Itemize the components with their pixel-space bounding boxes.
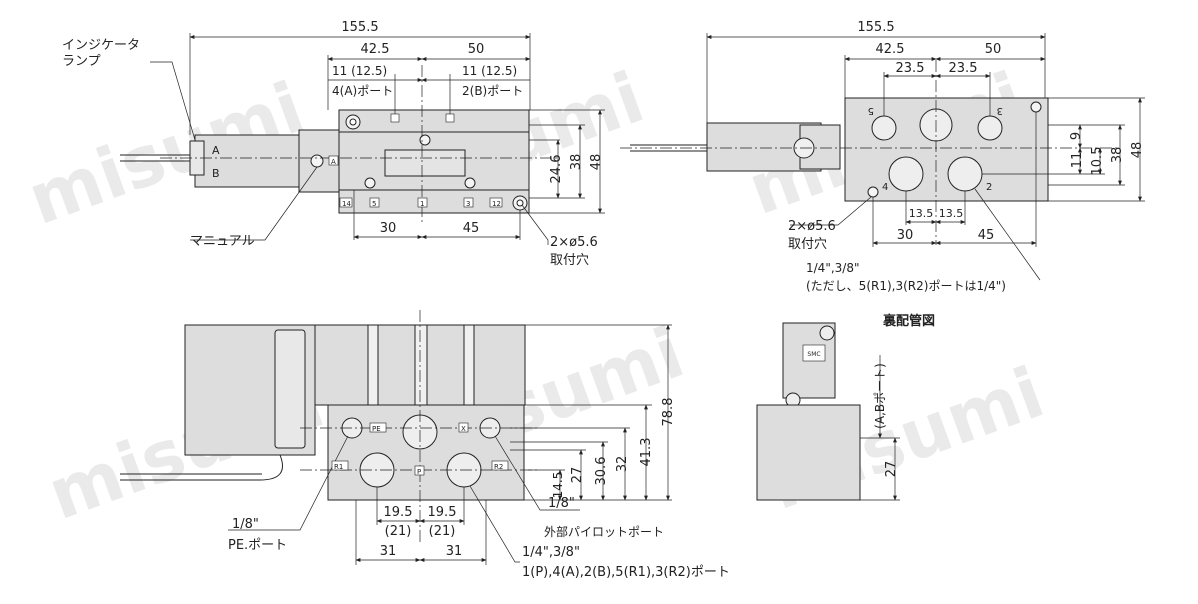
port-note: (ただし、5(R1),3(R2)ポートは1/4") bbox=[806, 279, 1006, 293]
pilot-label: 外部パイロットポート bbox=[544, 524, 664, 539]
dim-23-5-a: 23.5 bbox=[896, 61, 925, 76]
mark-3: 3 bbox=[466, 200, 470, 208]
mount-hole-line1: 2×ø5.6 bbox=[788, 219, 836, 234]
mark-pe: PE bbox=[372, 425, 381, 433]
dim-31-a: 31 bbox=[380, 544, 397, 559]
mount-hole-line2: 取付穴 bbox=[550, 253, 589, 268]
dim-port-left: 11 (12.5) bbox=[332, 64, 387, 78]
screw-icon bbox=[464, 177, 476, 189]
letter-b: B bbox=[212, 167, 220, 180]
dim-23-5-b: 23.5 bbox=[949, 61, 978, 76]
dim-10-5: 10.5 bbox=[1090, 147, 1105, 176]
dim-31-b: 31 bbox=[446, 544, 463, 559]
dim-left: 42.5 bbox=[876, 42, 905, 57]
port-label-2b: 2(B)ポート bbox=[462, 84, 523, 98]
port-size: 1/4",3/8" bbox=[806, 261, 859, 275]
mark-x: X bbox=[461, 425, 466, 433]
mark-r2: R2 bbox=[494, 463, 503, 471]
dim-13-5-a: 13.5 bbox=[909, 207, 934, 220]
port-2 bbox=[947, 156, 983, 192]
dim-right: 50 bbox=[468, 42, 485, 57]
main-label: 1(P),4(A),2(B),5(R1),3(R2)ポート bbox=[522, 565, 730, 580]
top-left-view bbox=[120, 33, 605, 245]
top-left-labels: 155.5 42.5 50 11 (12.5) 11 (12.5) 4(A)ポー… bbox=[62, 20, 604, 268]
dim-13-5-b: 13.5 bbox=[939, 207, 964, 220]
dim-right: 50 bbox=[985, 42, 1002, 57]
dim-32: 32 bbox=[615, 456, 630, 473]
num-3: 3 bbox=[997, 105, 1003, 116]
dim-total: 155.5 bbox=[857, 20, 894, 35]
port-a-mark: A bbox=[331, 158, 336, 166]
bottom-left-labels: 78.8 41.3 32 30.6 27 14.5 19.5 19.5 (21)… bbox=[228, 398, 730, 580]
dim-41-3: 41.3 bbox=[639, 438, 654, 467]
smc-badge bbox=[802, 344, 826, 362]
ab-port-label: (A,Bポート) bbox=[873, 363, 887, 429]
body-window bbox=[384, 149, 466, 177]
mount-hole bbox=[1030, 101, 1042, 113]
mark-1: 1 bbox=[420, 200, 424, 208]
port-3 bbox=[977, 115, 1003, 141]
screw-icon bbox=[819, 325, 835, 341]
dim-78-8: 78.8 bbox=[661, 398, 676, 427]
num-2: 2 bbox=[986, 182, 992, 193]
rear-piping-title: 裏配管図 bbox=[882, 313, 935, 329]
label-lamp-line2: ランプ bbox=[62, 54, 101, 69]
dim-45: 45 bbox=[978, 228, 995, 243]
top-right-labels: 155.5 42.5 50 23.5 23.5 13.5 13.5 30 45 … bbox=[788, 20, 1145, 293]
pe-label: PE.ポート bbox=[228, 538, 287, 553]
top-right-view bbox=[620, 33, 1145, 281]
pe-size: 1/8" bbox=[232, 517, 259, 532]
dim-48: 48 bbox=[1130, 142, 1145, 159]
letter-a: A bbox=[212, 144, 220, 157]
mark-14: 14 bbox=[342, 200, 351, 208]
port-label-4a: 4(A)ポート bbox=[332, 84, 393, 98]
port-4 bbox=[888, 156, 924, 192]
screw-icon bbox=[364, 177, 376, 189]
dim-14-5: 14.5 bbox=[551, 472, 565, 499]
bottom-left-view bbox=[120, 310, 672, 565]
mark-5: 5 bbox=[372, 200, 376, 208]
bottom-right-labels: 裏配管図 (A,Bポート) 27 SMC bbox=[807, 313, 935, 477]
dim-38: 38 bbox=[569, 154, 584, 171]
mount-hole-line2: 取付穴 bbox=[788, 237, 827, 252]
manual-button bbox=[310, 154, 324, 168]
dim-45: 45 bbox=[463, 221, 480, 236]
label-manual: マニュアル bbox=[190, 234, 255, 249]
dim-19-5-b: 19.5 bbox=[428, 505, 457, 520]
mount-hole bbox=[867, 186, 879, 198]
num-4: 4 bbox=[882, 182, 888, 193]
dim-30: 30 bbox=[897, 228, 914, 243]
mark-p: P bbox=[417, 468, 421, 476]
mark-r1: R1 bbox=[334, 463, 343, 471]
solenoid-housing bbox=[194, 134, 300, 188]
dim-48: 48 bbox=[589, 154, 604, 171]
dim-24-6: 24.6 bbox=[549, 155, 564, 184]
dim-30-6: 30.6 bbox=[594, 457, 609, 486]
num-5: 5 bbox=[868, 105, 874, 116]
dim-9: 9 bbox=[1069, 132, 1084, 140]
main-size: 1/4",3/8" bbox=[522, 545, 580, 560]
dim-21-a: (21) bbox=[385, 524, 412, 539]
smc-text: SMC bbox=[807, 351, 820, 358]
dim-port-right: 11 (12.5) bbox=[462, 64, 517, 78]
mount-hole-line1: 2×ø5.6 bbox=[550, 235, 598, 250]
dim-38: 38 bbox=[1110, 147, 1125, 164]
pilot-size: 1/8" bbox=[548, 496, 575, 511]
dim-30: 30 bbox=[380, 221, 397, 236]
dim-21-b: (21) bbox=[429, 524, 456, 539]
dim-left: 42.5 bbox=[361, 42, 390, 57]
port-5 bbox=[871, 115, 897, 141]
dim-27: 27 bbox=[884, 461, 899, 478]
bottom-right-view bbox=[756, 322, 900, 501]
screw-icon bbox=[419, 134, 431, 146]
label-lamp-line1: インジケータ bbox=[62, 38, 140, 53]
dim-total: 155.5 bbox=[341, 20, 378, 35]
dim-19-5-a: 19.5 bbox=[384, 505, 413, 520]
dim-11: 11 bbox=[1070, 152, 1085, 169]
valve-side-body bbox=[756, 404, 861, 501]
mark-12: 12 bbox=[492, 200, 501, 208]
dim-27: 27 bbox=[570, 467, 585, 484]
